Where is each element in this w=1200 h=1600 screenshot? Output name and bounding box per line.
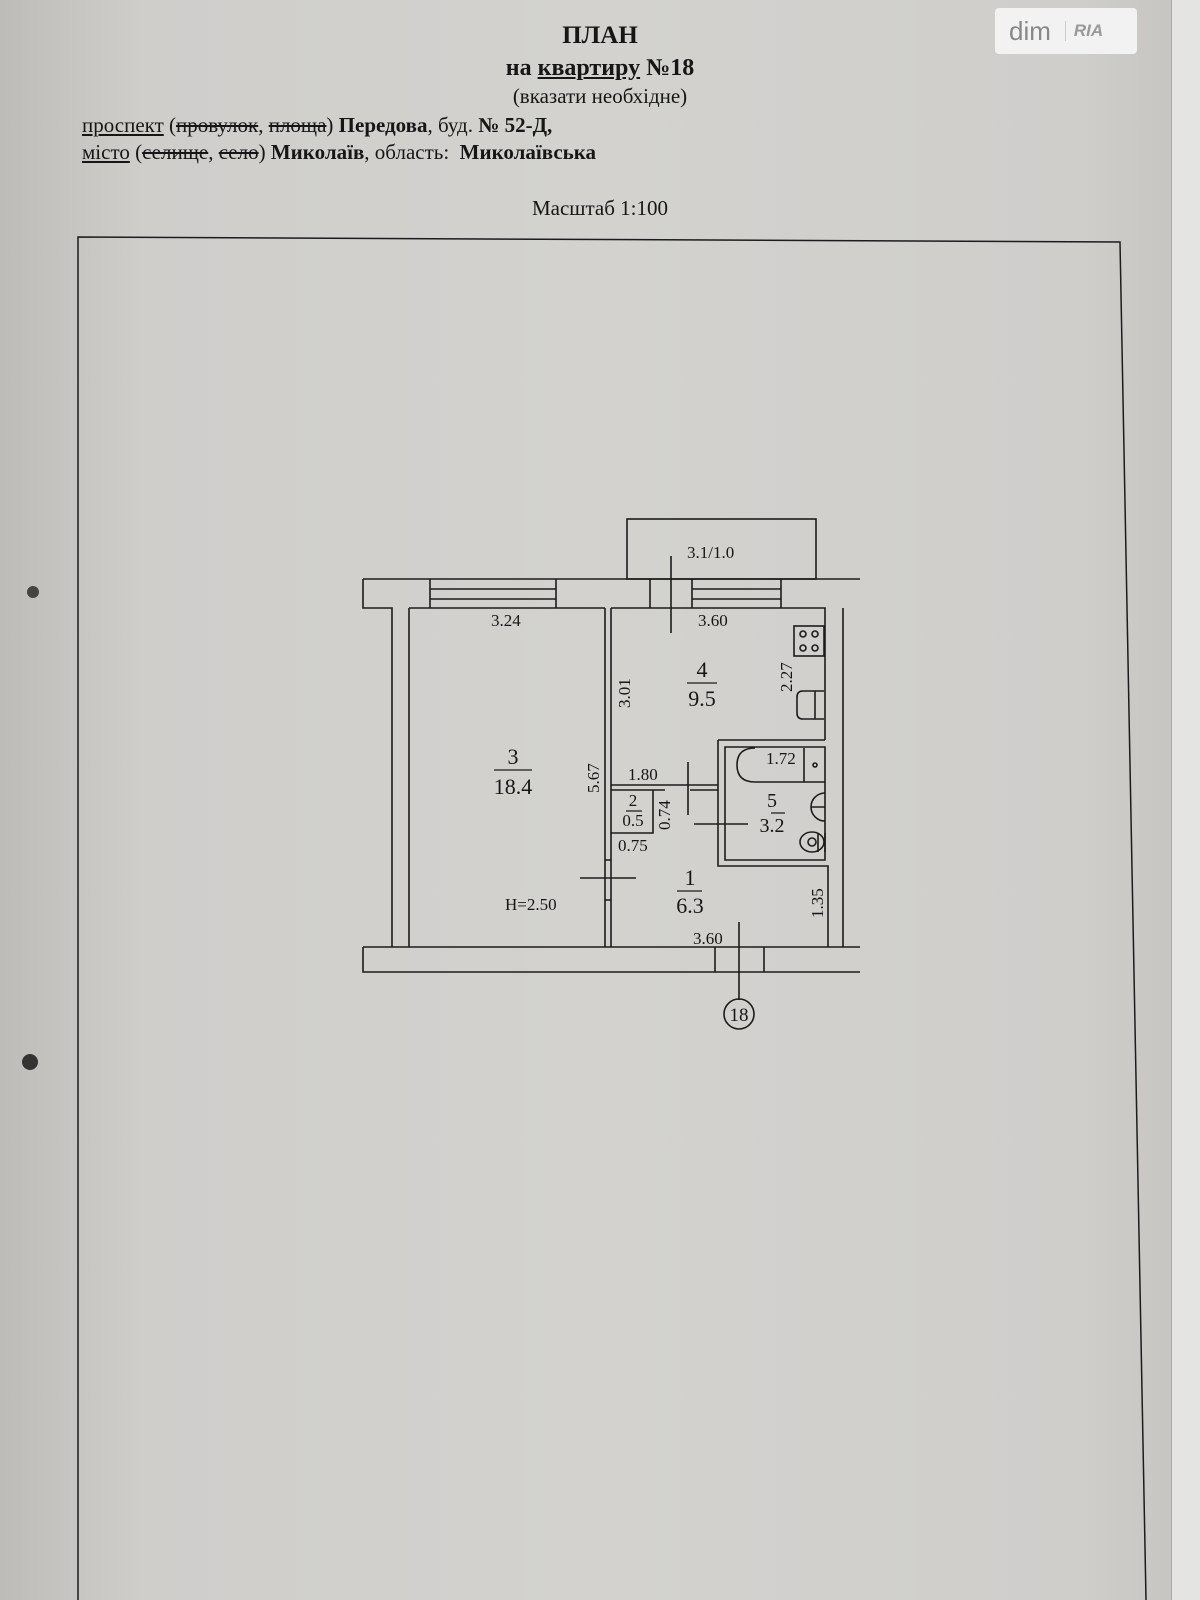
apartment-marker: 18 [730,1005,749,1026]
dim-3-60-top: 3.60 [698,611,728,630]
region-label: , область: [364,140,450,164]
window-left [429,579,557,608]
dim-0-75: 0.75 [618,836,648,855]
door-swing-lines [580,762,748,879]
dim-0-74: 0.74 [655,800,674,830]
building-label: , буд. [427,113,474,137]
stove-icon [793,625,825,657]
doc-subtitle: на квартиру №18 [0,55,1200,82]
plan-frame [77,236,1147,1600]
balcony-area: 3.1/1.0 [687,543,734,562]
dim-5-67: 5.67 [584,763,603,793]
scale-label: Масштаб 1:100 [531,196,668,220]
room-1-number: 1 [685,865,696,890]
next-page-edge [1171,0,1200,1600]
street-name: Передова [338,113,428,137]
building-number: № 52-Д, [478,113,553,137]
dim-1-35: 1.35 [808,888,827,918]
sink-icon [796,690,824,720]
paren: ( [169,113,176,137]
room-4-number: 4 [697,657,708,682]
room-1-area: 6.3 [676,893,704,918]
room-5-number: 5 [767,790,777,812]
washbasin-icon [810,792,826,822]
struck-option: селище [142,140,209,164]
dim-3-60-bottom: 3.60 [693,929,723,948]
address-line-1: проспект (провулок, площа) Передова, буд… [82,113,552,138]
room-3-number: 3 [508,744,519,769]
dim-1-72: 1.72 [766,749,796,768]
struck-option: село [218,140,259,164]
paren: ) [258,140,266,164]
city-name: Миколаїв [270,140,365,164]
punch-hole-icon [27,586,39,598]
room-4-area: 9.5 [688,686,716,711]
apartment-number: №18 [646,55,695,81]
dim-3-24: 3.24 [491,611,521,630]
struck-option: площа [268,113,327,137]
logo-ria: RIA [1064,21,1103,41]
room-2-number: 2 [629,791,638,810]
sep: , [208,140,219,164]
punch-hole-icon [22,1054,38,1070]
paren: ( [135,140,143,164]
paren: ) [326,113,334,137]
bathtub-icon [736,747,825,783]
room-height: H=2.50 [505,895,557,914]
subtitle-prefix: на [505,55,532,81]
logo-dim: dim [1009,15,1051,46]
region-name: Миколаївська [459,140,597,164]
sep: , [258,113,269,137]
toilet-icon [799,831,826,853]
address-line-2: місто (селище, село) Миколаїв, область: … [82,140,596,165]
dim-1-80: 1.80 [628,765,658,784]
apartment-marker-circle [723,998,755,1030]
door-bottom [714,922,765,1000]
fraction-lines [494,682,785,892]
street-type: проспект [82,113,164,137]
subtitle-underlined: квартиру [537,55,641,81]
doc-title: ПЛАН [562,22,638,49]
room-3-area: 18.4 [494,774,533,799]
doc-note: (вказати необхідне) [512,84,688,108]
watermark-logo: dim RIA [995,8,1137,54]
room-5-area: 3.2 [760,815,785,837]
settlement-type: місто [82,140,130,164]
partition [604,608,612,947]
dim-3-01: 3.01 [615,678,634,708]
closet-walls [610,784,718,834]
struck-option: провулок [176,113,259,137]
bathroom-walls [717,739,829,947]
window-right [691,579,782,608]
room-2-area: 0.5 [622,811,643,830]
dim-2-27: 2.27 [777,662,796,692]
